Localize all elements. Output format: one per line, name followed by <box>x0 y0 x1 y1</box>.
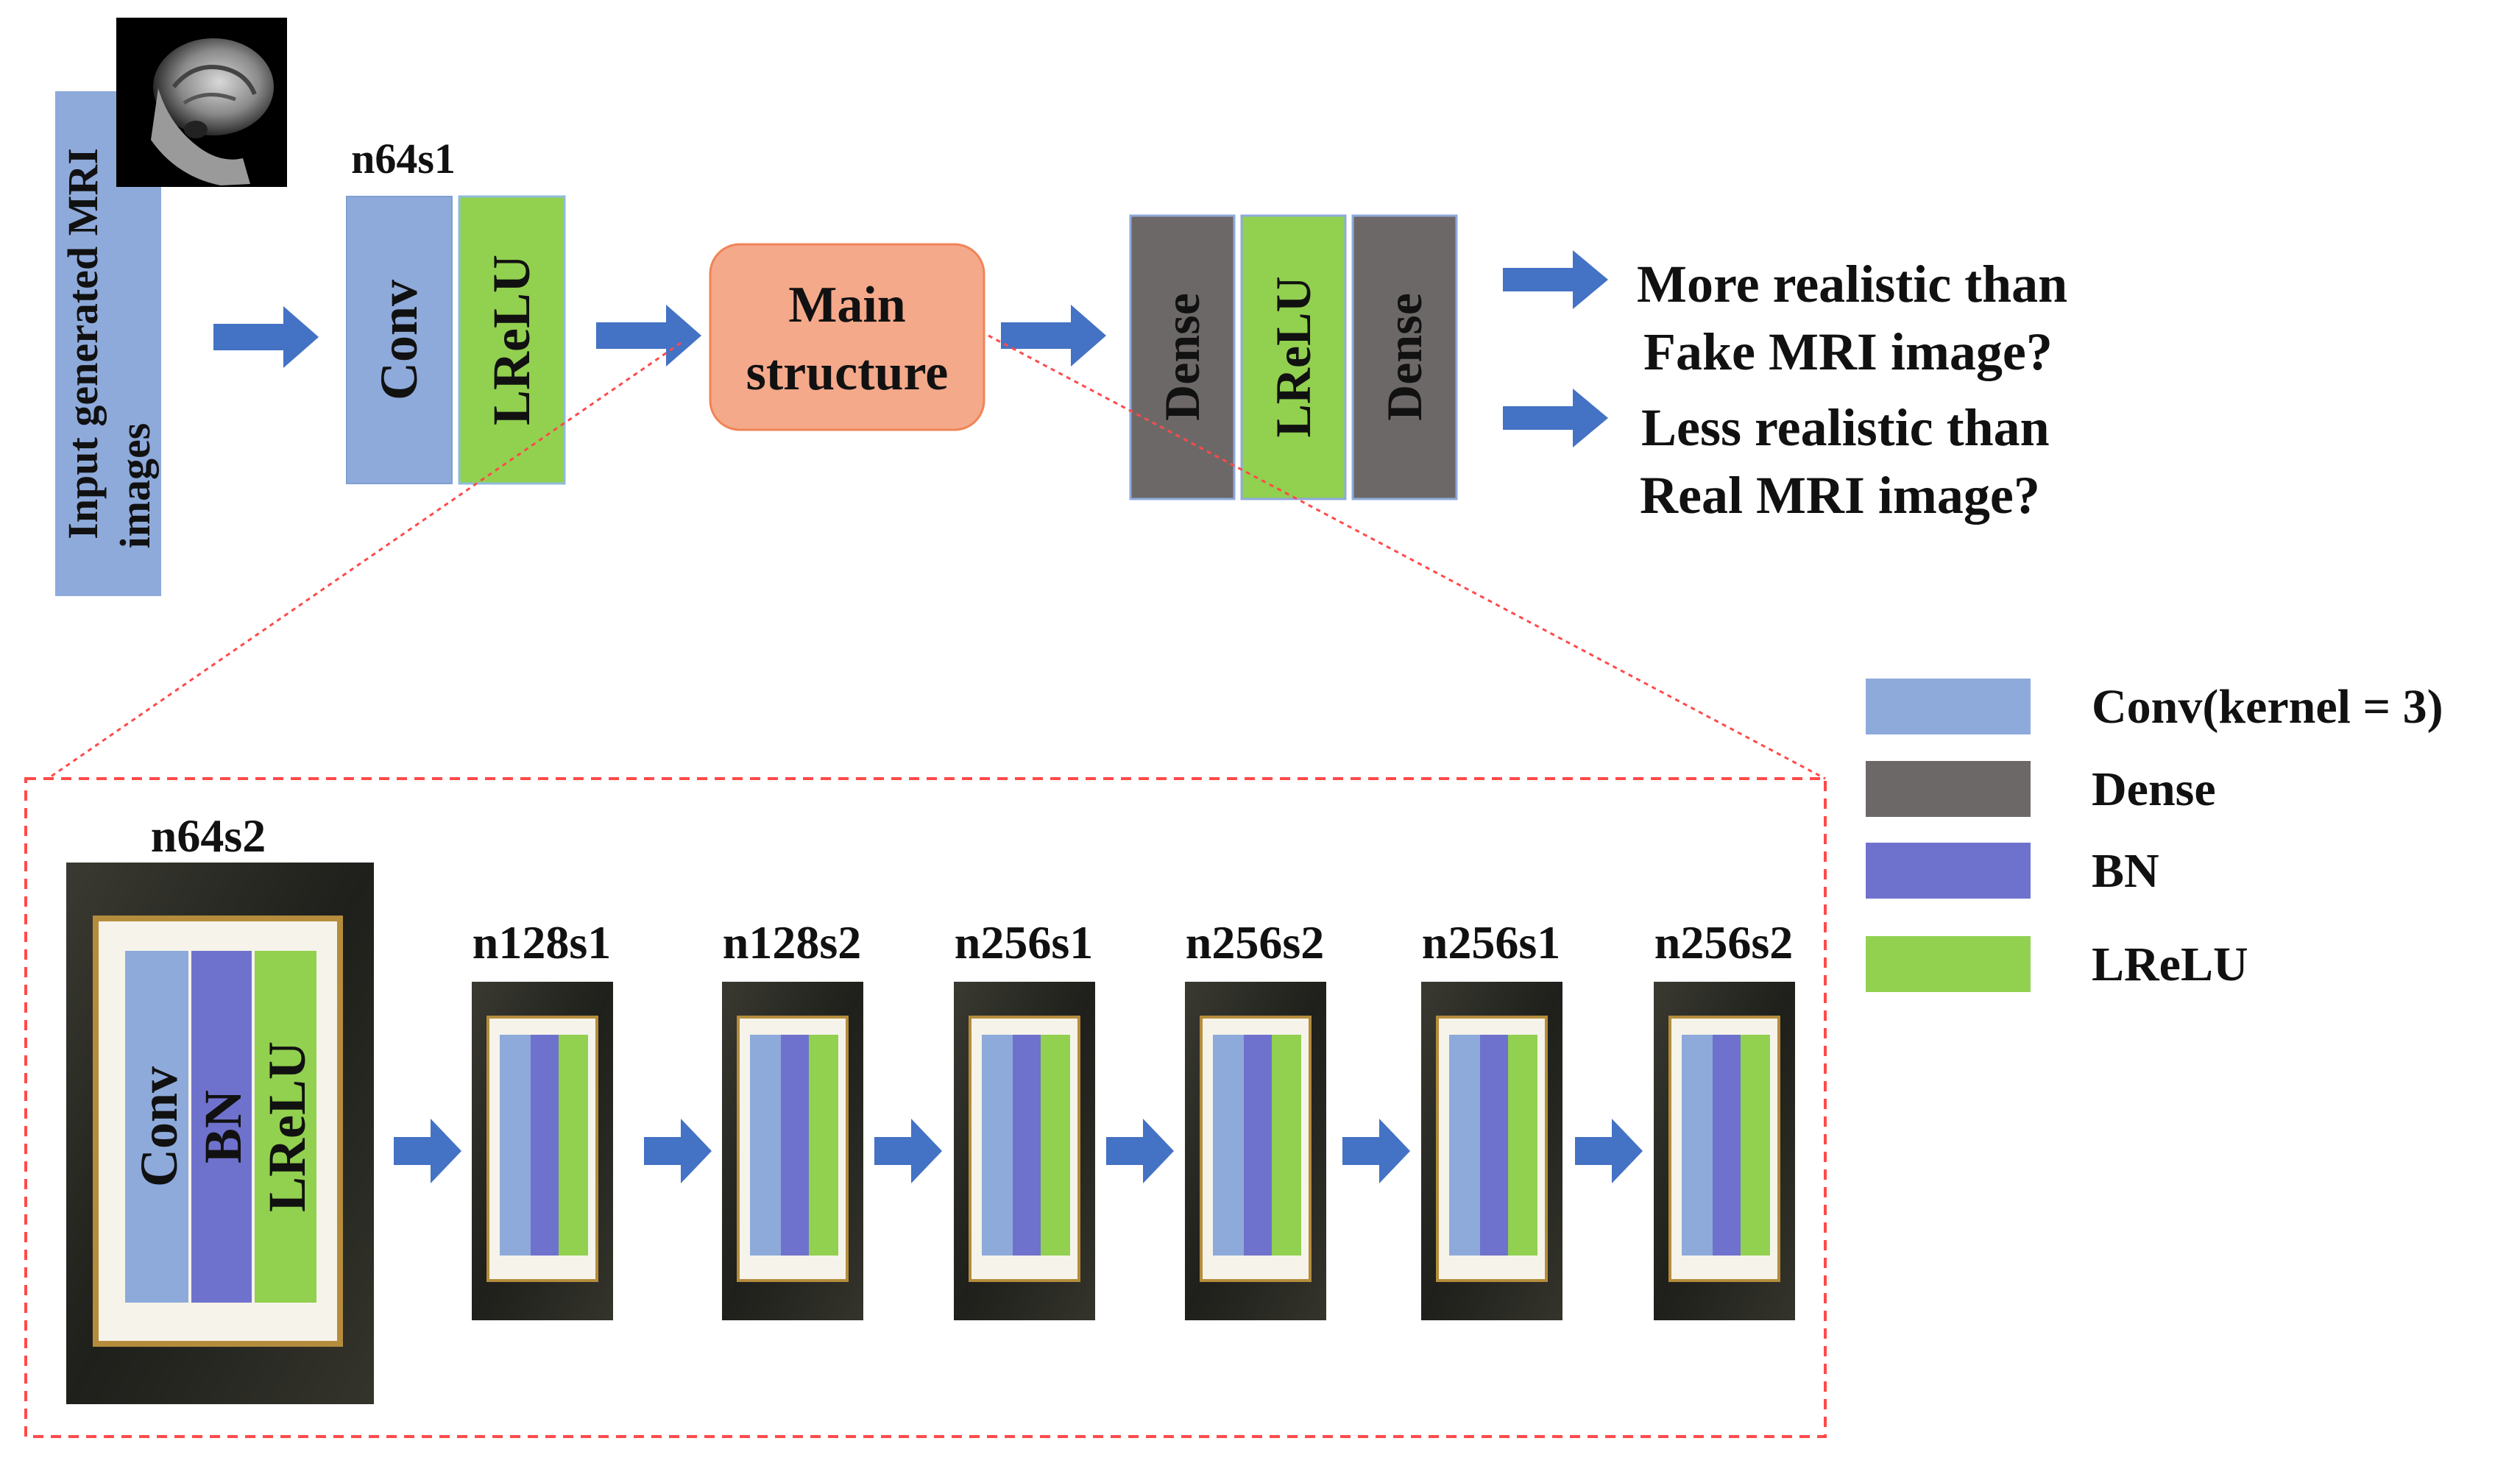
arrow-icon <box>394 1119 461 1183</box>
output-question-1-line2: Fake MRI image? <box>1643 322 2053 381</box>
block-label-n128s1: n128s1 <box>473 916 612 969</box>
small-blocks-group: n128s1 n128s2 n256s1 n256s2 n256s1 n256s2 <box>394 916 1795 1320</box>
conv-layer-label: Conv <box>369 280 428 400</box>
dense-layer-1 <box>1129 214 1236 500</box>
block-label-n128s2: n128s2 <box>723 916 862 969</box>
block-label-n64s2: n64s2 <box>151 810 266 862</box>
dense-layer-2 <box>1351 214 1458 500</box>
arrow-icon <box>874 1119 942 1183</box>
frame-bn-label: BN <box>194 1090 252 1164</box>
legend-swatch <box>1866 679 2031 734</box>
output-question-2-line1: Less realistic than <box>1641 398 2050 457</box>
arrow-icon <box>1001 305 1106 366</box>
block-label-n256s1: n256s1 <box>955 916 1094 969</box>
block-label-n256s1: n256s1 <box>1422 916 1561 969</box>
arrow-icon <box>213 306 319 368</box>
dense-lrelu-layer <box>1240 214 1347 500</box>
zoom-line-right <box>988 334 1826 780</box>
legend-swatch <box>1866 761 2031 817</box>
legend-swatch <box>1866 936 2031 992</box>
framed-block-n64s2 <box>66 863 374 1404</box>
input-label-line1: Input generated MRI <box>59 148 107 539</box>
main-structure-label-line2: structure <box>746 344 949 401</box>
framed-block-n256s1 <box>1421 982 1562 1320</box>
detail-container <box>24 777 1827 1438</box>
frame-conv-label: Conv <box>130 1066 188 1187</box>
dense-layer-2-label: Dense <box>1376 293 1432 421</box>
arrow-icon <box>644 1119 712 1183</box>
framed-block-n256s1 <box>954 982 1095 1320</box>
legend-swatch <box>1866 843 2031 899</box>
output-question-2-line2: Real MRI image? <box>1640 466 2040 525</box>
arrow-icon <box>1106 1119 1174 1183</box>
frame-lrelu-label: LReLU <box>258 1041 316 1212</box>
legend-label: Dense <box>2092 762 2216 816</box>
block-label-n64s1: n64s1 <box>351 135 456 183</box>
block-label-n256s2: n256s2 <box>1186 916 1325 969</box>
main-structure-box <box>709 243 985 431</box>
legend-label: Conv(kernel = 3) <box>2092 680 2443 734</box>
brain-mri-icon <box>116 18 287 187</box>
framed-block-n128s1 <box>472 982 613 1320</box>
input-label-line2: images <box>111 423 159 549</box>
output-question-1-line1: More realistic than <box>1637 255 2067 314</box>
arrow-icon <box>1342 1119 1410 1183</box>
legend-label: LReLU <box>2092 938 2248 991</box>
legend-label: BN <box>2092 844 2159 898</box>
main-structure-label-line1: Main <box>788 277 905 333</box>
arrow-icon <box>1575 1119 1643 1183</box>
conv-layer <box>346 196 453 484</box>
arrow-icon <box>1503 389 1608 447</box>
framed-block-n128s2 <box>722 982 863 1320</box>
dense-lrelu-layer-label: LReLU <box>1265 276 1321 437</box>
lrelu-layer-label: LReLU <box>482 255 541 425</box>
block-label-n256s2: n256s2 <box>1654 916 1794 969</box>
framed-block-n256s2 <box>1654 982 1795 1320</box>
arrow-icon <box>596 305 701 366</box>
arrow-icon <box>1503 250 1608 309</box>
framed-block-n256s2 <box>1185 982 1326 1320</box>
dense-layer-1-label: Dense <box>1154 293 1210 421</box>
